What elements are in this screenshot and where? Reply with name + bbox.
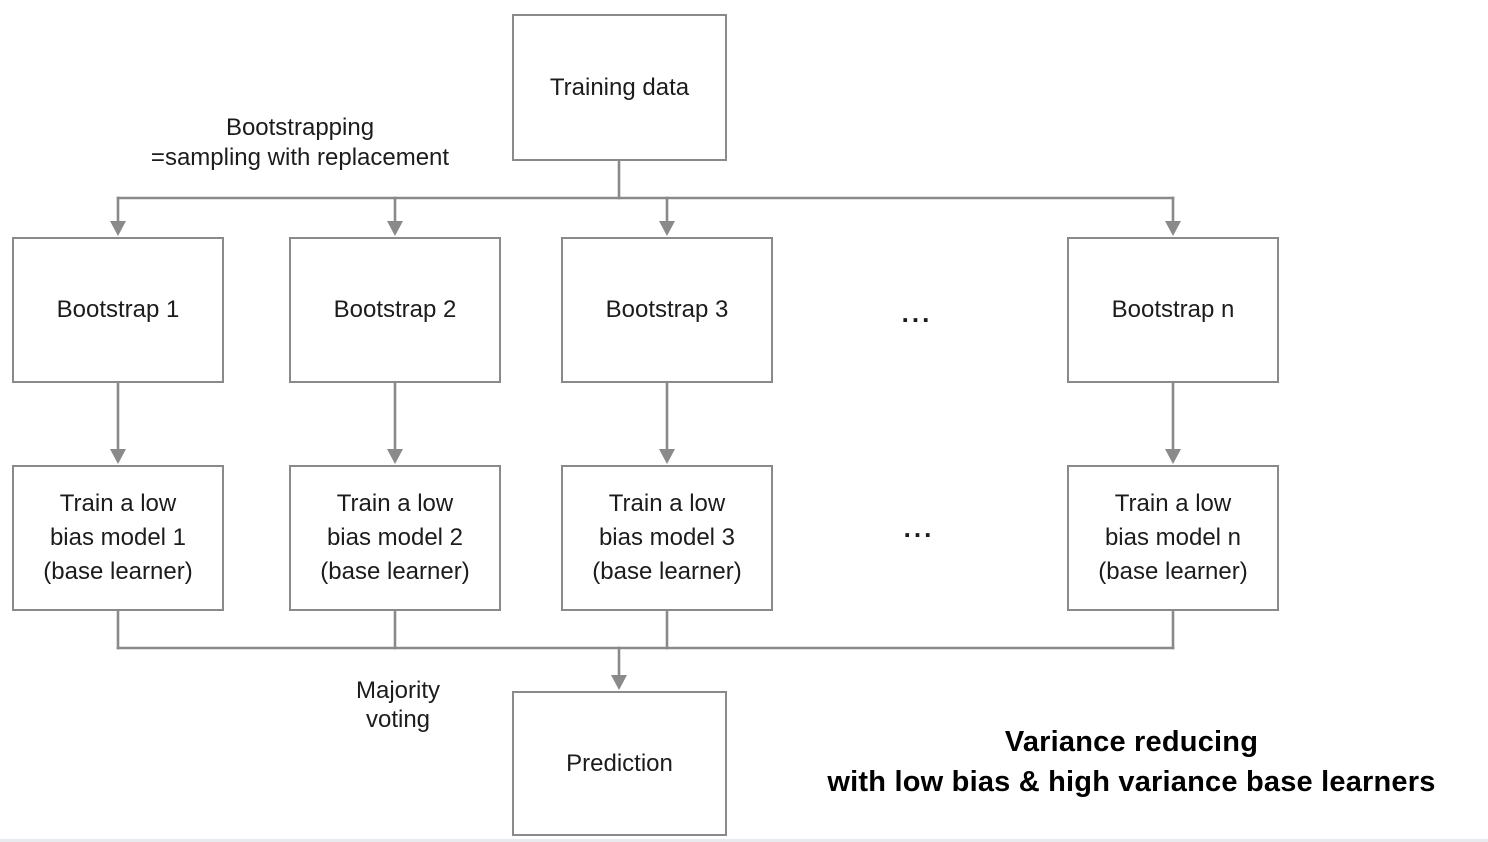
arrowhead-model-n [1165,449,1181,464]
node-model-3: Train a low bias model 3 (base learner) [561,465,773,611]
node-training-data: Training data [512,14,727,161]
node-model-2: Train a low bias model 2 (base learner) [289,465,501,611]
bottom-edge-strip [0,839,1488,842]
node-bootstrap-1: Bootstrap 1 [12,237,224,383]
arrowhead-bootstrap-2 [387,221,403,236]
arrowhead-model-2 [387,449,403,464]
arrowhead-prediction [611,675,627,690]
node-model-1: Train a low bias model 1 (base learner) [12,465,224,611]
variance-reducing-caption: Variance reducing with low bias & high v… [827,726,1436,798]
node-bootstrap-n: Bootstrap n [1067,237,1279,383]
ellipsis-model-row: ... [903,513,935,543]
ellipsis-bootstrap-row: ... [901,298,933,328]
arrowhead-model-3 [659,449,675,464]
node-prediction: Prediction [512,691,727,836]
bootstrapping-annotation: Bootstrapping =sampling with replacement [150,114,450,171]
arrowhead-bootstrap-n [1165,221,1181,236]
node-bootstrap-3: Bootstrap 3 [561,237,773,383]
arrowhead-bootstrap-3 [659,221,675,236]
node-model-n: Train a low bias model n (base learner) [1067,465,1279,611]
node-bootstrap-2: Bootstrap 2 [289,237,501,383]
arrowhead-bootstrap-1 [110,221,126,236]
arrowhead-model-1 [110,449,126,464]
majority-voting-annotation: Majority voting [355,677,440,733]
